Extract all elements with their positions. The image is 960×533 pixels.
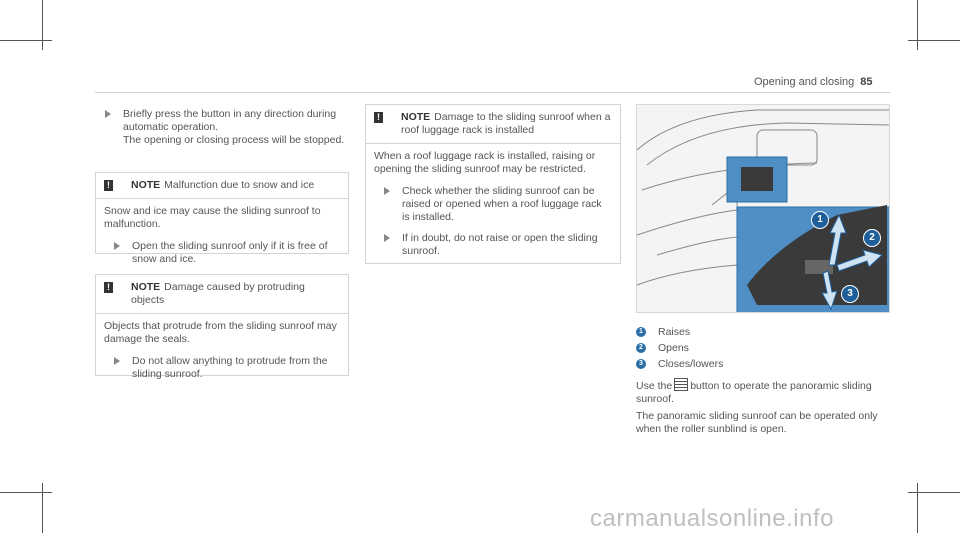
warning-icon: ! (104, 282, 113, 293)
step-text: Do not allow anything to protrude from t… (132, 355, 328, 380)
legend-number: 3 (636, 359, 646, 369)
usage-text-after: button to operate the panoramic sliding … (636, 380, 872, 405)
note-body: Objects that protrude from the sliding s… (104, 320, 337, 345)
note-label: NOTE (401, 111, 431, 123)
legend-label: Closes/lowers (658, 358, 724, 370)
note-title: Damage caused by protruding objects (131, 281, 305, 306)
sunroof-switch-illustration: 1 2 3 (636, 104, 890, 313)
note-title: Damage to the sliding sunroof when a roo… (401, 111, 611, 136)
legend-number: 1 (636, 327, 646, 337)
note-body: When a roof luggage rack is installed, r… (374, 150, 596, 175)
legend-item: 1 Raises (636, 324, 723, 340)
overhead-panel-drawing (637, 109, 889, 312)
legend-item: 2 Opens (636, 340, 723, 356)
note-label: NOTE (131, 281, 161, 293)
step-text: If in doubt, do not raise or open the sl… (402, 232, 598, 257)
page-header: Opening and closing 85 (754, 76, 873, 88)
usage-text-before: Use the (636, 380, 673, 392)
page-number: 85 (860, 76, 873, 88)
arrow-icon (114, 357, 120, 365)
callout-legend: 1 Raises 2 Opens 3 Closes/lowers (636, 324, 723, 372)
legend-label: Raises (658, 326, 691, 338)
watermark: carmanualsonline.info (590, 505, 834, 532)
roller-blind-paragraph: The panoramic sliding sunroof can be ope… (636, 410, 878, 435)
step-text: Open the sliding sunroof only if it is f… (132, 240, 328, 265)
col1-step: Briefly press the button in any directio… (95, 108, 345, 147)
crop-mark (908, 40, 960, 41)
note-title: Malfunction due to snow and ice (164, 179, 315, 191)
callout-3: 3 (841, 285, 859, 303)
sunroof-button-icon (674, 378, 689, 391)
section-title: Opening and closing (754, 76, 855, 88)
crop-mark (42, 0, 43, 50)
crop-mark (917, 0, 918, 50)
arrow-icon (114, 242, 120, 250)
callout-1: 1 (811, 211, 829, 229)
callout-2: 2 (863, 229, 881, 247)
arrow-icon (105, 110, 111, 118)
step-text: Check whether the sliding sunroof can be… (402, 185, 602, 223)
step-text: Briefly press the button in any directio… (123, 108, 345, 146)
note-body: Snow and ice may cause the sliding sunro… (104, 205, 321, 230)
legend-number: 2 (636, 343, 646, 353)
header-rule (95, 92, 890, 93)
legend-item: 3 Closes/lowers (636, 356, 723, 372)
arrow-icon (384, 187, 390, 195)
crop-mark (917, 483, 918, 533)
warning-icon: ! (104, 180, 113, 191)
legend-label: Opens (658, 342, 689, 354)
crop-mark (0, 492, 52, 493)
crop-mark (42, 483, 43, 533)
arrow-icon (384, 234, 390, 242)
crop-mark (0, 40, 52, 41)
note-label: NOTE (131, 179, 161, 191)
crop-mark (908, 492, 960, 493)
warning-icon: ! (374, 112, 383, 123)
